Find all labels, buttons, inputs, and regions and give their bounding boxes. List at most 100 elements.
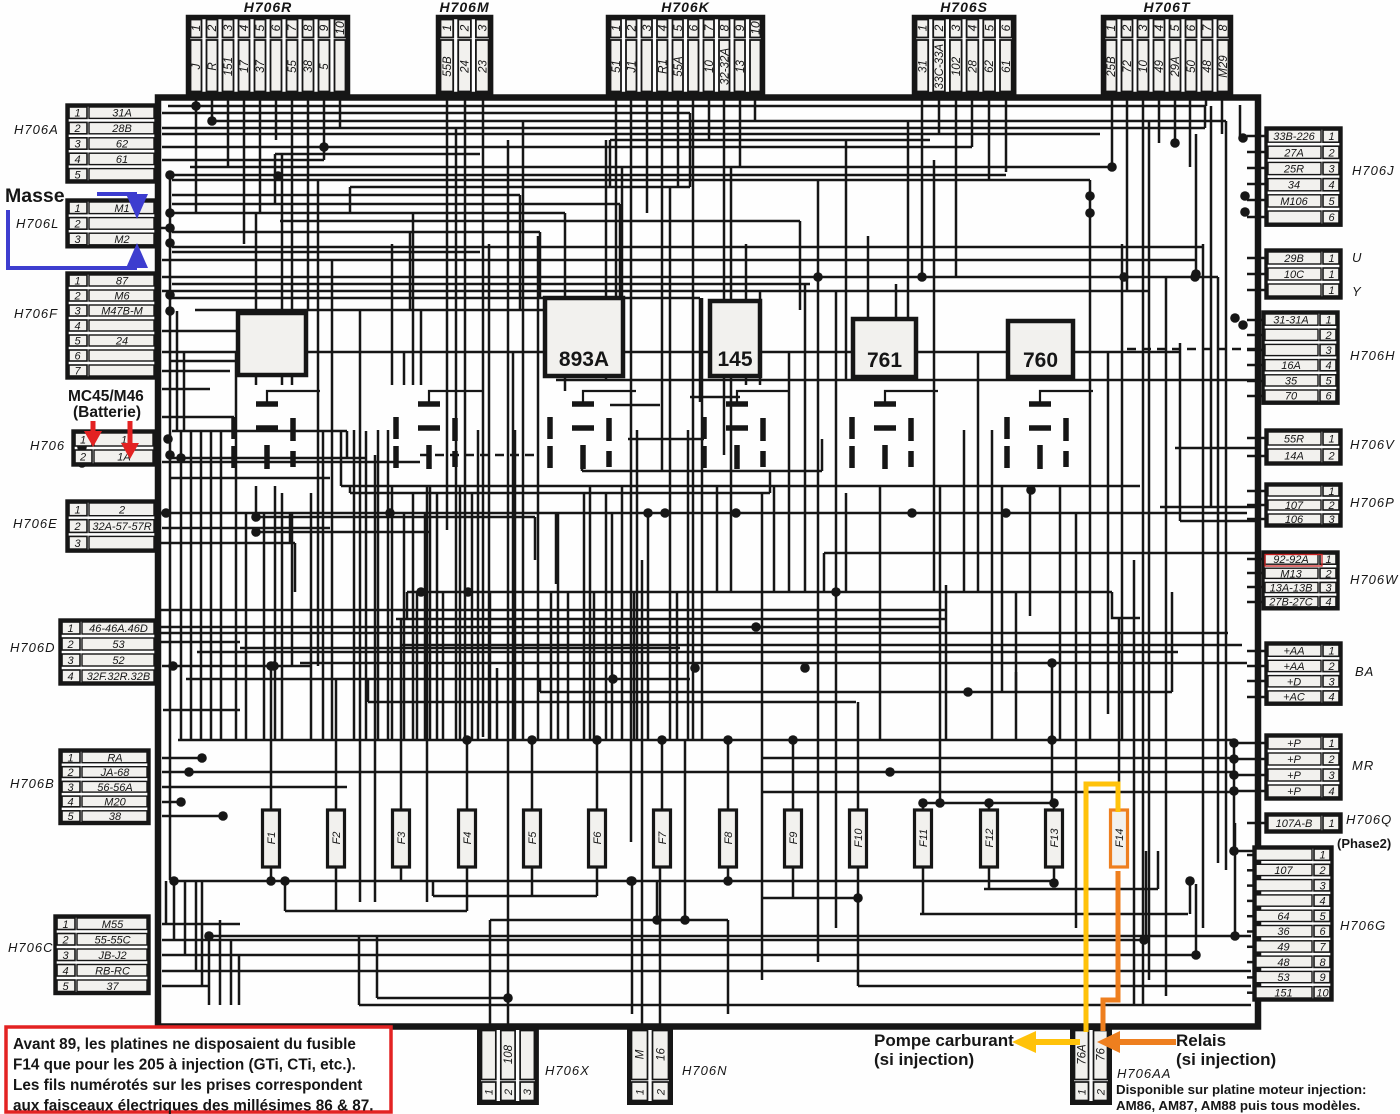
svg-text:61: 61 xyxy=(116,154,128,166)
svg-text:M6: M6 xyxy=(114,291,130,303)
svg-text:55A: 55A xyxy=(673,56,685,77)
svg-text:3: 3 xyxy=(1325,345,1332,357)
svg-text:RB-RC: RB-RC xyxy=(95,965,130,977)
svg-text:1: 1 xyxy=(634,1089,646,1095)
svg-text:F9: F9 xyxy=(788,832,800,845)
svg-text:M1: M1 xyxy=(114,203,129,215)
svg-text:1: 1 xyxy=(67,752,73,764)
svg-text:49: 49 xyxy=(1154,60,1166,73)
svg-text:(si injection): (si injection) xyxy=(874,1050,974,1069)
svg-text:M2: M2 xyxy=(114,234,129,246)
svg-text:1: 1 xyxy=(916,25,930,32)
svg-text:46-46A.46D: 46-46A.46D xyxy=(89,623,148,635)
svg-text:9: 9 xyxy=(1319,972,1325,984)
svg-text:J: J xyxy=(191,63,203,70)
svg-text:56-56A: 56-56A xyxy=(97,782,132,794)
svg-text:+D: +D xyxy=(1287,676,1301,688)
svg-text:H706W: H706W xyxy=(1350,572,1399,587)
svg-text:1: 1 xyxy=(74,203,80,215)
svg-text:6: 6 xyxy=(999,24,1013,31)
svg-text:38: 38 xyxy=(303,60,315,73)
svg-text:H706: H706 xyxy=(30,438,65,453)
svg-text:55: 55 xyxy=(287,60,299,73)
svg-text:5: 5 xyxy=(671,24,685,31)
svg-text:13: 13 xyxy=(735,60,747,73)
svg-text:2: 2 xyxy=(1324,568,1331,580)
svg-text:32F.32R.32B: 32F.32R.32B xyxy=(87,671,150,683)
svg-text:3: 3 xyxy=(1328,770,1335,782)
svg-text:62: 62 xyxy=(984,60,996,73)
svg-text:5: 5 xyxy=(67,811,74,823)
svg-text:aux faisceaux électriques des: aux faisceaux électriques des millésimes… xyxy=(13,1098,374,1114)
svg-text:H706T: H706T xyxy=(1143,0,1190,15)
svg-text:6: 6 xyxy=(269,24,283,31)
svg-text:1: 1 xyxy=(1104,25,1118,32)
svg-text:31A: 31A xyxy=(112,108,132,120)
svg-text:F8: F8 xyxy=(723,831,735,845)
svg-text:3: 3 xyxy=(74,306,81,318)
svg-text:27B-27C: 27B-27C xyxy=(1268,597,1312,609)
svg-text:H706X: H706X xyxy=(545,1063,590,1078)
svg-text:23: 23 xyxy=(477,60,489,74)
svg-text:H706J: H706J xyxy=(1352,163,1395,178)
svg-text:+P: +P xyxy=(1287,770,1301,782)
svg-text:92-92A: 92-92A xyxy=(1273,554,1308,566)
svg-text:H706V: H706V xyxy=(1350,437,1395,452)
svg-text:F3: F3 xyxy=(396,831,408,845)
svg-text:3: 3 xyxy=(74,139,81,151)
svg-text:F6: F6 xyxy=(592,831,604,845)
svg-text:M47B-M: M47B-M xyxy=(101,306,143,318)
svg-text:(Batterie): (Batterie) xyxy=(73,404,141,421)
svg-text:1: 1 xyxy=(609,25,623,32)
svg-text:24: 24 xyxy=(115,336,128,348)
svg-text:151: 151 xyxy=(1274,987,1292,999)
svg-text:48: 48 xyxy=(1202,60,1214,73)
svg-text:1A: 1A xyxy=(117,452,130,464)
svg-text:2: 2 xyxy=(73,218,80,230)
svg-text:F13: F13 xyxy=(1049,828,1061,848)
svg-text:7: 7 xyxy=(1319,941,1326,953)
svg-text:5: 5 xyxy=(982,24,996,31)
svg-text:H706C: H706C xyxy=(8,940,53,955)
svg-text:BA: BA xyxy=(1355,664,1374,679)
svg-text:4: 4 xyxy=(62,965,68,977)
svg-text:107A-B: 107A-B xyxy=(1276,818,1313,830)
svg-text:32-32A: 32-32A xyxy=(719,48,731,85)
svg-text:51: 51 xyxy=(611,60,623,73)
svg-text:F12: F12 xyxy=(984,829,996,848)
svg-text:1: 1 xyxy=(121,435,127,447)
svg-text:H706E: H706E xyxy=(13,516,58,531)
svg-text:893A: 893A xyxy=(559,348,609,371)
svg-text:4: 4 xyxy=(966,24,980,31)
svg-text:7: 7 xyxy=(74,366,81,378)
svg-text:37: 37 xyxy=(255,60,267,73)
svg-text:24: 24 xyxy=(460,60,472,74)
svg-text:7: 7 xyxy=(1200,23,1214,31)
svg-text:8: 8 xyxy=(1216,24,1230,31)
svg-text:76A: 76A xyxy=(1077,1044,1089,1065)
svg-text:1: 1 xyxy=(1328,646,1334,658)
svg-text:MR: MR xyxy=(1352,758,1374,773)
svg-text:1: 1 xyxy=(1328,738,1334,750)
svg-text:37: 37 xyxy=(106,981,119,993)
svg-text:F11: F11 xyxy=(918,829,930,847)
svg-text:1: 1 xyxy=(1325,315,1331,327)
svg-text:2: 2 xyxy=(73,123,80,135)
svg-text:R1: R1 xyxy=(657,59,669,74)
svg-text:13A-13B: 13A-13B xyxy=(1270,583,1313,595)
svg-text:(Phase2): (Phase2) xyxy=(1337,836,1391,851)
svg-text:H706L: H706L xyxy=(16,216,59,231)
svg-text:Relais: Relais xyxy=(1176,1031,1226,1050)
svg-text:761: 761 xyxy=(867,349,902,372)
svg-text:F10: F10 xyxy=(853,828,865,848)
svg-text:H706G: H706G xyxy=(1340,918,1386,933)
svg-text:10: 10 xyxy=(704,60,716,73)
svg-text:JB-J2: JB-J2 xyxy=(97,950,126,962)
svg-text:F2: F2 xyxy=(331,832,343,845)
svg-text:Avant 89, les platines ne disp: Avant 89, les platines ne disposaient du… xyxy=(13,1036,356,1053)
svg-text:Les fils numérotés sur les pri: Les fils numérotés sur les prises corres… xyxy=(13,1077,362,1094)
svg-text:4: 4 xyxy=(1325,360,1331,372)
svg-text:2: 2 xyxy=(503,1089,515,1096)
svg-text:H706R: H706R xyxy=(244,0,293,15)
svg-text:55-55C: 55-55C xyxy=(94,934,130,946)
